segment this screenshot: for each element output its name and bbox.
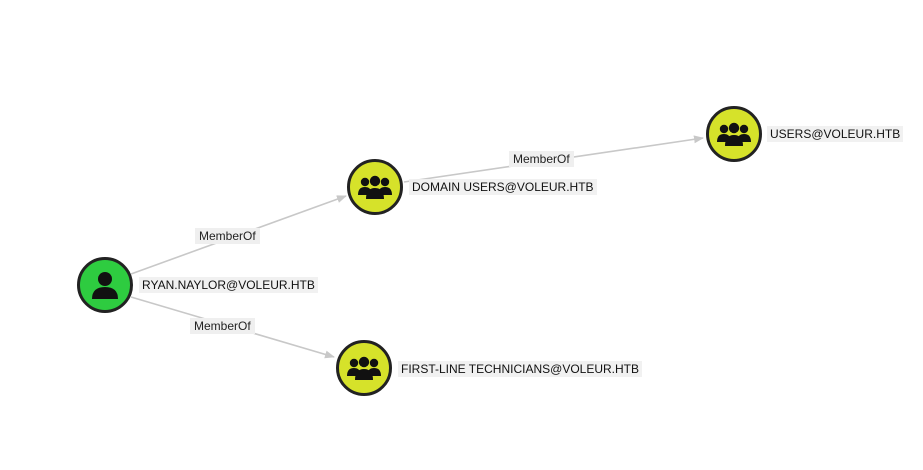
- group-icon: [358, 175, 392, 199]
- node-label-users[interactable]: USERS@VOLEUR.HTB: [767, 126, 904, 142]
- group-node-first-line-technicians[interactable]: [336, 340, 392, 396]
- group-icon: [347, 356, 381, 380]
- edge-label-ryan-first-line: MemberOf: [190, 318, 255, 334]
- edge-label-domain-users-users: MemberOf: [509, 151, 574, 167]
- group-node-domain-users[interactable]: [347, 159, 403, 215]
- user-node-ryan-naylor[interactable]: [77, 257, 133, 313]
- user-icon: [92, 272, 118, 299]
- node-label-first-line-technicians[interactable]: FIRST-LINE TECHNICIANS@VOLEUR.HTB: [398, 361, 642, 377]
- node-label-domain-users[interactable]: DOMAIN USERS@VOLEUR.HTB: [409, 179, 597, 195]
- group-node-users[interactable]: [706, 106, 762, 162]
- group-icon: [717, 122, 751, 146]
- node-label-ryan-naylor[interactable]: RYAN.NAYLOR@VOLEUR.HTB: [139, 277, 318, 293]
- edge-label-ryan-domain-users: MemberOf: [195, 228, 260, 244]
